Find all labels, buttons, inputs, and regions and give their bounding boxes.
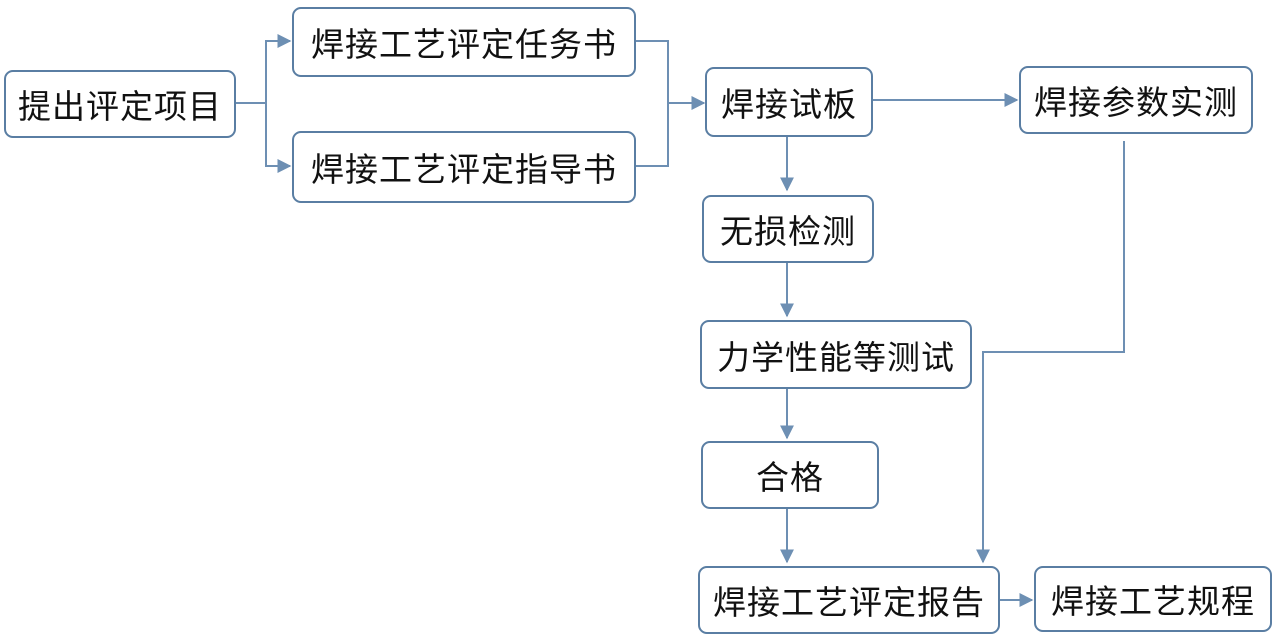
- node-propose-project: 提出评定项目: [4, 70, 236, 138]
- node-param-measure: 焊接参数实测: [1019, 66, 1253, 134]
- edge-propose-guide-book: [265, 103, 292, 173]
- node-report: 焊接工艺评定报告: [698, 566, 1000, 634]
- node-guide-book: 焊接工艺评定指导书: [292, 131, 636, 203]
- node-test-plate: 焊接试板: [705, 67, 873, 137]
- node-mech-test: 力学性能等测试: [700, 320, 972, 389]
- edge-task-book-test-plate: [636, 40, 706, 110]
- node-qualified: 合格: [701, 441, 879, 509]
- node-task-book: 焊接工艺评定任务书: [292, 7, 636, 77]
- edge-param-measure-report: [976, 141, 1125, 564]
- edge-guide-book-test-plate: [636, 103, 669, 167]
- edge-propose-task-book: [236, 34, 292, 104]
- node-procedure: 焊接工艺规程: [1034, 566, 1272, 632]
- node-ndt: 无损检测: [702, 195, 874, 263]
